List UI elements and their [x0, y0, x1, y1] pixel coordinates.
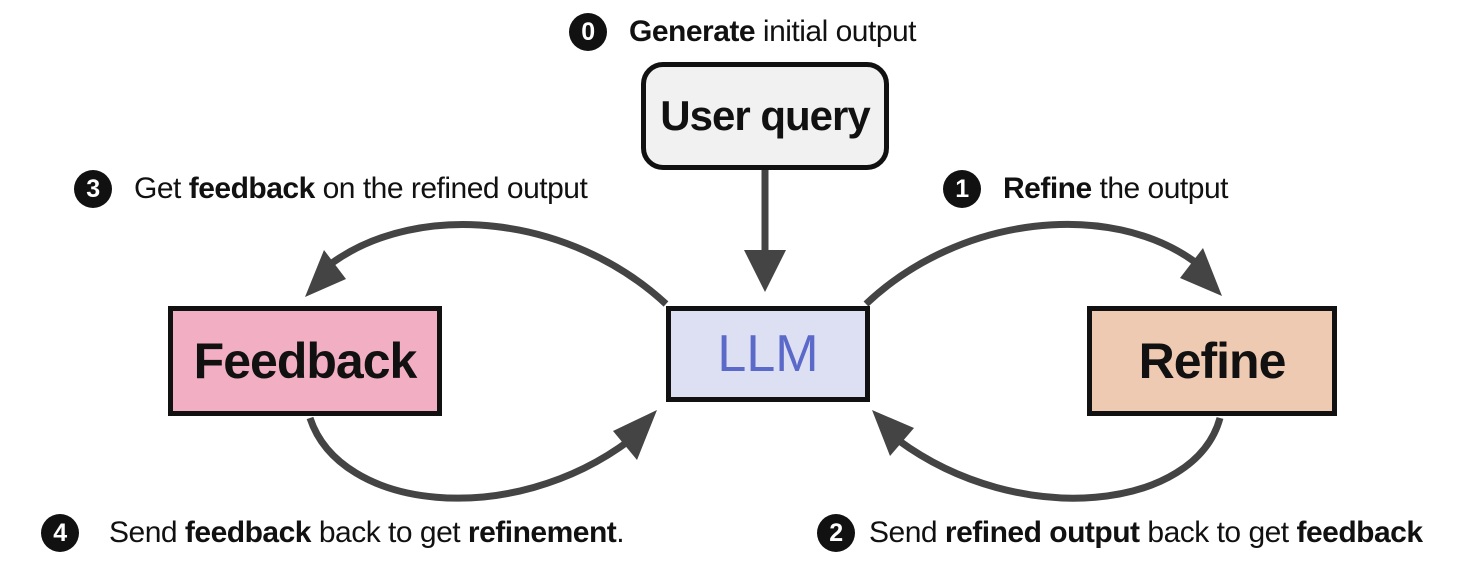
step-3-bold: feedback	[188, 172, 316, 205]
feedback-label: Feedback	[193, 333, 418, 389]
arrowhead-refine-to-llm	[872, 410, 914, 456]
step-2-pre: Send	[869, 516, 945, 549]
step-3-pre: Get	[134, 172, 189, 205]
user-query-node: User query	[641, 62, 889, 170]
step-0-bold: Generate	[629, 15, 756, 48]
step-4-pre: Send	[109, 516, 185, 549]
refine-node: Refine	[1087, 306, 1337, 416]
step-4-bold1: feedback	[184, 516, 312, 549]
refine-label: Refine	[1138, 333, 1287, 389]
llm-node: LLM	[666, 306, 870, 402]
step-1-bold: Refine	[1003, 172, 1092, 205]
step-0-rest: initial output	[755, 15, 917, 48]
step-2-bold2: feedback	[1296, 516, 1423, 549]
arrow-refine-to-llm	[895, 417, 1224, 502]
step-2-caption: 2 Send refined output back to get feedba…	[817, 514, 1423, 552]
step-1-rest: the output	[1091, 172, 1229, 205]
step-4-bold2: refinement	[467, 516, 617, 549]
arrowhead-llm-to-refine	[1180, 248, 1222, 296]
step-1-caption: 1 Refine the output	[943, 170, 1228, 208]
step-1-badge: 1	[943, 170, 981, 208]
step-3-rest: on the refined output	[314, 172, 588, 205]
step-3-caption: 3 Get feedback on the refined output	[74, 170, 588, 208]
step-4-end: .	[616, 516, 625, 549]
arrow-feedback-to-llm	[306, 416, 633, 502]
arrowhead-feedback-to-llm	[613, 410, 657, 460]
arrow-llm-to-feedback	[329, 221, 669, 307]
step-0-caption: 0 Generate initial output	[569, 13, 917, 51]
user-query-label: User query	[660, 92, 870, 139]
feedback-node: Feedback	[168, 306, 442, 416]
step-4-mid: back to get	[310, 516, 468, 549]
step-4-caption: 4 Send feedback back to get refinement .	[41, 514, 625, 552]
step-2-badge: 2	[817, 514, 855, 552]
step-3-badge: 3	[74, 170, 112, 208]
arrowhead-query-to-llm	[744, 250, 786, 292]
arrowhead-llm-to-feedback	[305, 250, 346, 297]
arrow-llm-to-refine	[863, 220, 1198, 307]
step-4-badge: 4	[41, 514, 79, 552]
llm-label: LLM	[717, 325, 819, 383]
step-2-bold1: refined output	[944, 516, 1140, 549]
step-2-mid: back to get	[1139, 516, 1297, 549]
step-0-badge: 0	[569, 13, 607, 51]
